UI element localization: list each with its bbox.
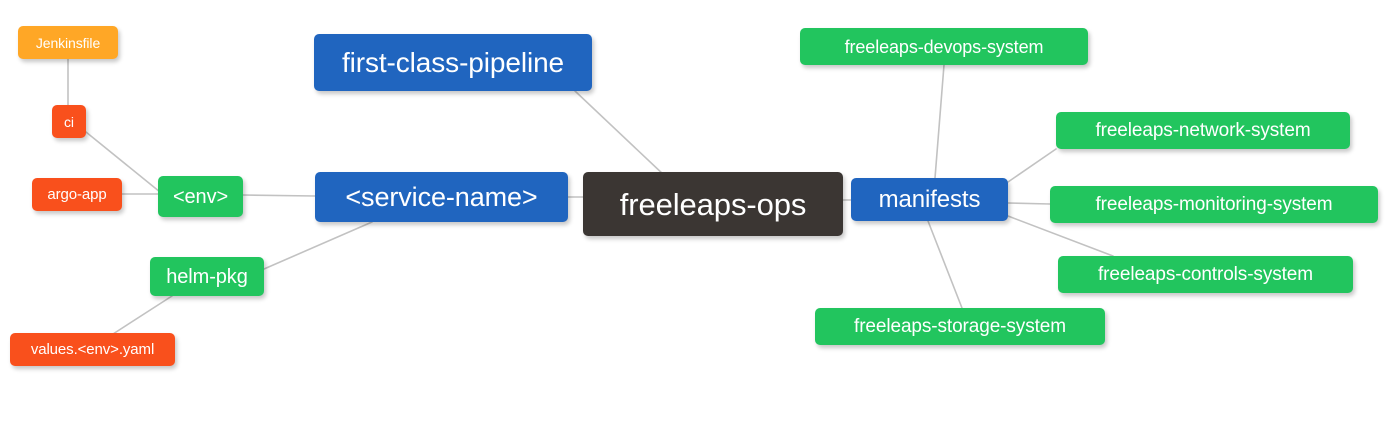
edge-service-name-helm-pkg xyxy=(263,221,373,270)
node-argo-app-label: argo-app xyxy=(47,186,107,203)
node-jenkinsfile-label: Jenkinsfile xyxy=(35,34,101,51)
node-manifests-label: manifests xyxy=(878,185,981,213)
node-freeleaps-monitoring-system-label: freeleaps-monitoring-system xyxy=(1095,194,1333,215)
edge-manifests-network-system xyxy=(1007,148,1057,183)
node-freeleaps-storage-system-label: freeleaps-storage-system xyxy=(854,316,1066,337)
node-ci[interactable]: ci xyxy=(52,105,86,138)
node-freeleaps-network-system[interactable]: freeleaps-network-system xyxy=(1056,112,1350,149)
node-manifests[interactable]: manifests xyxy=(851,178,1008,221)
node-freeleaps-controls-system-label: freeleaps-controls-system xyxy=(1097,264,1314,285)
node-first-class-pipeline-label: first-class-pipeline xyxy=(341,46,565,78)
edge-manifests-storage-system xyxy=(927,220,963,309)
edge-first-class-pipeline-freeleaps-ops xyxy=(574,90,666,177)
edge-env-service-name xyxy=(242,194,316,197)
node-freeleaps-monitoring-system[interactable]: freeleaps-monitoring-system xyxy=(1050,186,1378,223)
node-helm-pkg[interactable]: helm-pkg xyxy=(150,257,264,296)
node-first-class-pipeline[interactable]: first-class-pipeline xyxy=(314,34,592,91)
node-ci-label: ci xyxy=(64,113,74,130)
node-env[interactable]: <env> xyxy=(158,176,243,217)
node-freeleaps-devops-system-label: freeleaps-devops-system xyxy=(844,36,1044,57)
node-env-label: <env> xyxy=(172,185,229,208)
node-freeleaps-devops-system[interactable]: freeleaps-devops-system xyxy=(800,28,1088,65)
node-freeleaps-ops-label: freeleaps-ops xyxy=(619,186,807,222)
edge-manifests-devops-system xyxy=(934,64,945,179)
node-values-yaml-label: values.<env>.yaml xyxy=(30,341,155,358)
edge-helm-pkg-values-yaml xyxy=(112,295,173,335)
node-values-yaml[interactable]: values.<env>.yaml xyxy=(10,333,175,366)
node-service-name[interactable]: <service-name> xyxy=(315,172,568,222)
node-freeleaps-storage-system[interactable]: freeleaps-storage-system xyxy=(815,308,1105,345)
edge-manifests-monitoring-system xyxy=(1007,202,1051,205)
node-freeleaps-ops[interactable]: freeleaps-ops xyxy=(583,172,843,236)
node-argo-app[interactable]: argo-app xyxy=(32,178,122,211)
node-jenkinsfile[interactable]: Jenkinsfile xyxy=(18,26,118,59)
node-service-name-label: <service-name> xyxy=(345,181,538,212)
node-freeleaps-controls-system[interactable]: freeleaps-controls-system xyxy=(1058,256,1353,293)
node-helm-pkg-label: helm-pkg xyxy=(166,265,248,288)
node-freeleaps-network-system-label: freeleaps-network-system xyxy=(1095,120,1311,141)
